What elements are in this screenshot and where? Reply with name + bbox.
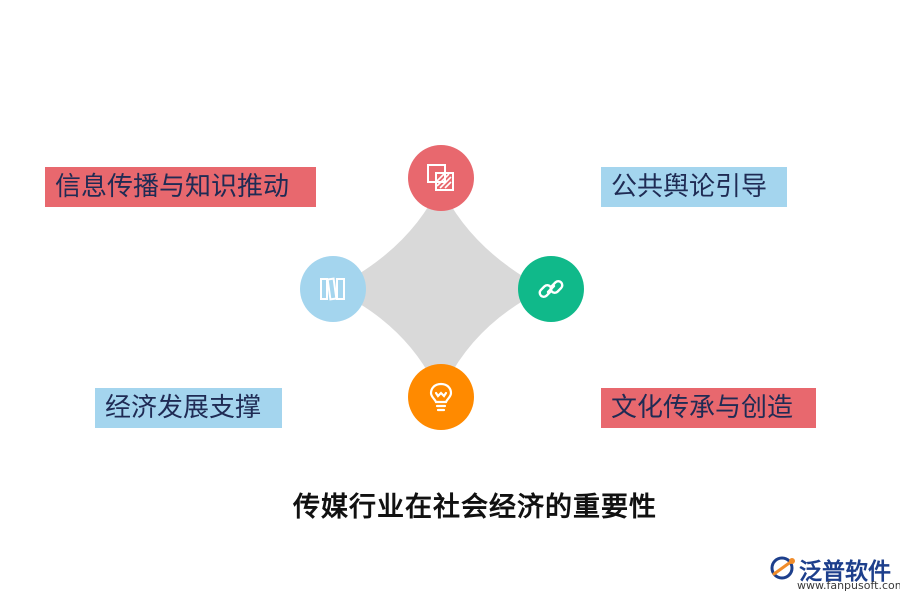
fanpu-logo-icon <box>770 556 795 580</box>
label-culture-creation: 文化传承与创造 <box>601 388 816 428</box>
node-bottom <box>408 364 474 430</box>
squares-stripe-icon <box>427 164 454 191</box>
node-left <box>300 256 366 322</box>
books-icon <box>320 277 345 301</box>
logo-name: 泛普软件 <box>799 559 891 585</box>
lightbulb-icon <box>429 382 453 412</box>
link-chain-icon <box>538 280 564 298</box>
label-public-opinion: 公共舆论引导 <box>601 167 787 207</box>
diagram-title: 传媒行业在社会经济的重要性 <box>293 492 657 523</box>
node-top <box>408 145 474 211</box>
label-economic-support: 经济发展支撑 <box>95 388 282 428</box>
fanpu-logo: 泛普软件 www.fanpusoft.com <box>766 546 900 596</box>
logo-url: www.fanpusoft.com <box>797 579 900 592</box>
label-info-knowledge: 信息传播与知识推动 <box>45 167 316 207</box>
node-right <box>518 256 584 322</box>
